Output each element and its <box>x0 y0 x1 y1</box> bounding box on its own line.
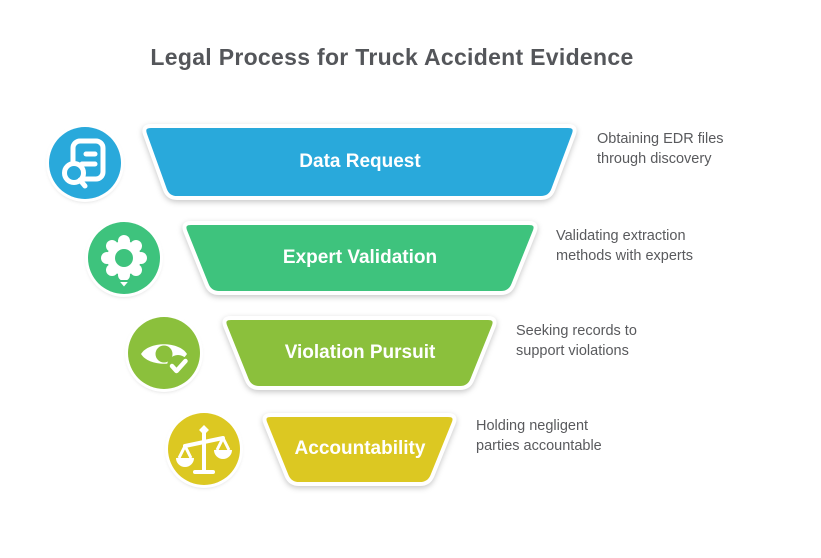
stage-description-data-request: Obtaining EDR files through discovery <box>597 129 797 169</box>
funnel-stage-shape-accountability <box>262 413 457 486</box>
stage-description-line: parties accountable <box>476 438 602 454</box>
stage-description-line: Holding negligent <box>476 418 589 434</box>
scales-icon <box>168 413 240 485</box>
page-title: Legal Process for Truck Accident Evidenc… <box>150 44 634 70</box>
stage-description-line: Obtaining EDR files <box>597 131 724 147</box>
funnel-stage-shape-data-request <box>142 124 577 200</box>
funnel-stage-shape-expert-validation <box>182 221 538 295</box>
document-search-icon <box>49 127 121 199</box>
funnel-stage-shape-violation-pursuit <box>222 316 497 390</box>
stage-description-line: Validating extraction <box>556 228 686 244</box>
stage-description-violation-pursuit: Seeking records to support violations <box>516 321 716 361</box>
stage-description-line: methods with experts <box>556 248 694 264</box>
funnel-stage-label-violation-pursuit: Violation Pursuit <box>284 342 436 363</box>
funnel-stage-label-expert-validation: Expert Validation <box>282 247 438 268</box>
stage-description-line: Seeking records to <box>516 323 637 339</box>
funnel-stage-label-data-request: Data Request <box>299 151 421 172</box>
stage-description-expert-validation: Validating extraction methods with exper… <box>556 226 756 266</box>
stage-description-line: through discovery <box>597 151 712 167</box>
gear-icon <box>88 222 160 294</box>
stage-description-accountability: Holding negligent parties accountable <box>476 416 676 456</box>
funnel-stage-label-accountability: Accountability <box>294 438 426 459</box>
stage-description-line: support violations <box>516 343 629 359</box>
eye-check-icon <box>128 317 200 389</box>
